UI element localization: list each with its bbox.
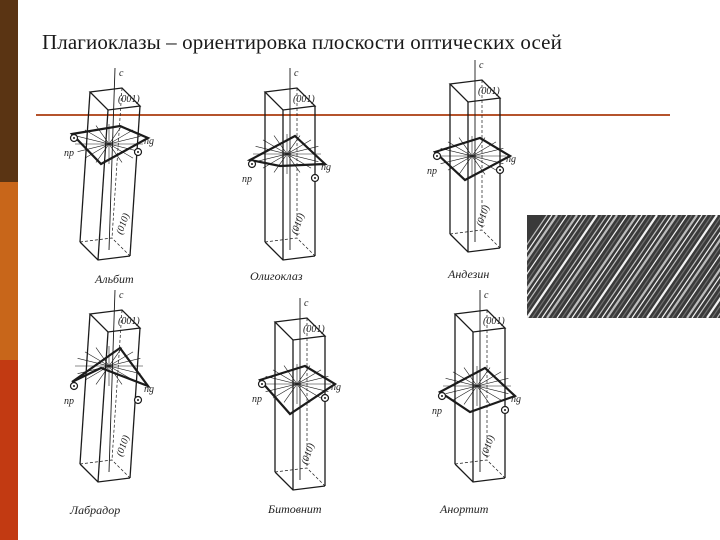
np-label: np: [242, 174, 252, 185]
face-top-label: (001): [118, 316, 140, 327]
prism-hidden-edge: [80, 460, 130, 478]
ng-label: ng: [144, 136, 154, 147]
c-axis-label: c: [119, 68, 124, 79]
ng-label: ng: [511, 394, 521, 405]
face-top-label: (001): [483, 316, 505, 327]
mineral-name-label: Андезин: [447, 267, 489, 281]
np-label: np: [252, 394, 262, 405]
c-axis-label: c: [119, 290, 124, 301]
face-side-label: (010): [479, 433, 497, 458]
np-label: np: [427, 166, 437, 177]
crystal-1: c (001) (010) ng np: [64, 68, 154, 260]
face-side-label: (010): [289, 211, 307, 236]
crystal-6: c (001) (010) ng np: [432, 290, 521, 482]
prism-edge: [98, 110, 108, 260]
micrograph-image: [527, 215, 720, 318]
optic-axis-dot: [441, 395, 443, 397]
face-top-label: (001): [293, 94, 315, 105]
mineral-name-label: Анортит: [439, 502, 489, 516]
prism-bottom-edge: [80, 464, 130, 482]
crystal-2: c (001) (010) ng np: [242, 68, 331, 260]
optic-axis-dot: [314, 177, 316, 179]
optic-axis-dot: [324, 397, 326, 399]
np-label: np: [64, 396, 74, 407]
prism-edge: [98, 332, 108, 482]
face-top-label: (001): [118, 94, 140, 105]
face-side-label: (010): [299, 441, 317, 466]
optic-axial-plane: [250, 136, 325, 166]
ng-label: ng: [144, 384, 154, 395]
crystal-4: c (001) (010) ng np: [64, 290, 154, 482]
prism-edge: [130, 106, 140, 256]
face-side-label: (010): [474, 203, 492, 228]
prism-edge: [80, 92, 90, 242]
optic-axis-dot: [73, 385, 75, 387]
prism-edge: [80, 314, 90, 464]
face-top-label: (001): [303, 324, 325, 335]
optic-axis-dot: [504, 409, 506, 411]
np-label: np: [64, 148, 74, 159]
optic-axis-dot: [261, 383, 263, 385]
crystal-3: c (001) (010) ng np: [427, 60, 516, 252]
optic-axis-dot: [137, 151, 139, 153]
ng-label: ng: [331, 382, 341, 393]
face-top-label: (001): [478, 86, 500, 97]
mineral-name-label: Лабрадор: [69, 503, 120, 517]
c-axis-label: c: [484, 290, 489, 301]
mineral-name-label: Олигоклаз: [250, 269, 303, 283]
twinning-striations-micrograph: [527, 215, 720, 318]
c-axis-label: c: [294, 68, 299, 79]
optic-axis-dot: [499, 169, 501, 171]
prism-bottom-edge: [80, 242, 130, 260]
optic-axis-dot: [436, 155, 438, 157]
mineral-name-label: Альбит: [94, 272, 134, 286]
optic-axial-plane: [440, 368, 515, 412]
prism-hidden-edge: [80, 238, 130, 256]
crystal-5: c (001) (010) ng np: [252, 298, 341, 490]
c-axis-line: [109, 290, 115, 472]
face-side-label: (010): [114, 211, 132, 236]
np-label: np: [432, 406, 442, 417]
optic-axis-dot: [73, 137, 75, 139]
mineral-name-label: Битовнит: [267, 502, 322, 516]
optic-axis-dot: [137, 399, 139, 401]
ng-label: ng: [321, 162, 331, 173]
c-axis-label: c: [304, 298, 309, 309]
ng-label: ng: [506, 154, 516, 165]
c-axis-label: c: [479, 60, 484, 71]
optic-axis-dot: [251, 163, 253, 165]
face-side-label: (010): [114, 433, 132, 458]
